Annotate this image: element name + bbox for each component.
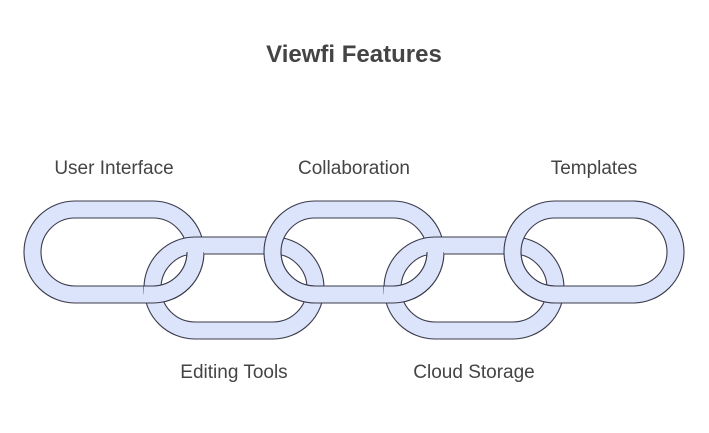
chain-link-editing-tools [143, 236, 325, 340]
chain-link-overlap-1 [264, 252, 324, 304]
chain-link-overlap-2 [384, 252, 444, 304]
feature-label-cloud-storage: Cloud Storage [413, 362, 534, 383]
feature-label-editing-tools: Editing Tools [180, 362, 287, 383]
chain-link-templates [503, 200, 685, 304]
feature-label-user-interface: User Interface [54, 158, 173, 179]
chain-link-cloud-storage [383, 236, 565, 340]
feature-label-collaboration: Collaboration [298, 158, 410, 179]
chain-link-overlap-3 [504, 252, 564, 304]
chain-links [23, 200, 685, 340]
feature-label-templates: Templates [551, 158, 638, 179]
chain-link-overlap-0 [144, 252, 204, 304]
diagram-title: Viewfi Features [266, 41, 442, 68]
